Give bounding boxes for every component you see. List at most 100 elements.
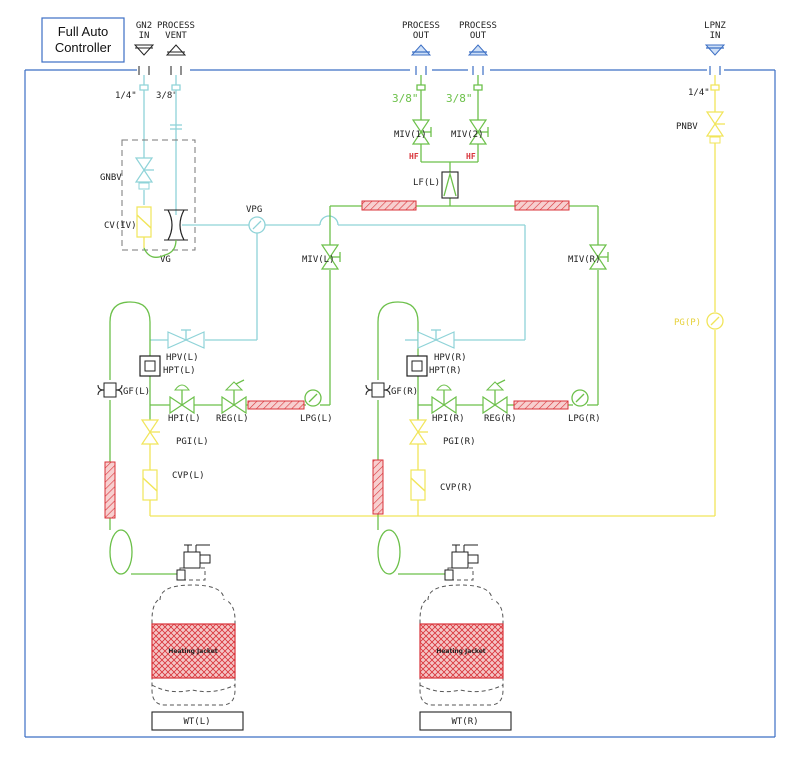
cylinder-right[interactable]: Heating Jacket — [419, 544, 504, 706]
pgi-r-valve[interactable]: PGI(R) — [408, 419, 476, 447]
hpi-l-valve[interactable]: HPI(L) — [168, 384, 201, 424]
miv-l-label: MIV(L) — [302, 255, 335, 265]
svg-text:PROCESS: PROCESS — [459, 21, 497, 31]
hpt-l-label: HPT(L) — [163, 366, 196, 376]
wt-l-scale[interactable]: WT(L) — [151, 711, 244, 731]
hpv-l-label: HPV(L) — [166, 353, 199, 363]
reg-l-regulator[interactable]: REG(L) — [216, 379, 249, 424]
wt-r-scale[interactable]: WT(R) — [419, 711, 512, 731]
port-lpn2-in[interactable]: LPNZ IN — [704, 21, 726, 75]
heater-line-top-right — [514, 200, 570, 211]
hpi-l-label: HPI(L) — [168, 414, 201, 424]
pigtail-coil-left — [109, 529, 133, 575]
svg-text:GN2: GN2 — [136, 21, 152, 31]
gf-l-label: GF(L) — [123, 387, 150, 397]
gf-l-filter[interactable]: GF(L) — [97, 382, 150, 398]
heating-jacket-left-label: Heating Jacket — [168, 648, 217, 655]
hf2-flag: HF — [466, 152, 476, 161]
reg-l-label: REG(L) — [216, 414, 249, 424]
miv-r-label: MIV(R) — [568, 255, 601, 265]
miv-l-valve[interactable]: MIV(L) — [302, 244, 341, 270]
miv1-valve[interactable]: MIV(1) — [394, 119, 432, 145]
system-frame — [24, 69, 776, 738]
size-out2: 3/8" — [446, 92, 473, 105]
cviv-label: CV(IV) — [104, 221, 137, 231]
size-out1: 3/8" — [392, 92, 419, 105]
pg-p-gauge[interactable]: PG(P) — [674, 312, 724, 330]
pnbv-label: PNBV — [676, 122, 698, 132]
hpt-l-transducer[interactable]: HPT(L) — [139, 355, 196, 377]
pnbv-valve[interactable]: PNBV — [676, 111, 725, 144]
hpt-r-transducer[interactable]: HPT(R) — [406, 355, 462, 377]
cvp-l-label: CVP(L) — [172, 471, 205, 481]
svg-text:IN: IN — [710, 31, 721, 41]
cviv-check-valve[interactable]: CV(IV) — [104, 206, 152, 248]
svg-text:LPNZ: LPNZ — [704, 21, 726, 31]
svg-text:VENT: VENT — [165, 31, 187, 41]
vpg-label: VPG — [246, 205, 262, 215]
port-process-vent[interactable]: PROCESS VENT — [157, 21, 195, 75]
cvp-r-check-valve[interactable]: CVP(R) — [410, 444, 473, 505]
cvp-l-check-valve[interactable]: CVP(L) — [142, 444, 205, 505]
svg-text:PROCESS: PROCESS — [157, 21, 195, 31]
gnbv-valve[interactable]: GNBV — [100, 157, 154, 190]
svg-text:IN: IN — [139, 31, 150, 41]
vg-loop — [143, 239, 177, 258]
lpn2-lines — [149, 75, 720, 517]
miv1-label: MIV(1) — [394, 130, 427, 140]
controller-line2: Controller — [55, 40, 112, 55]
heater-line-top-left — [361, 200, 417, 211]
heating-jacket-right-label: Heating Jacket — [436, 648, 485, 655]
vg-venturi[interactable]: VG — [160, 209, 188, 265]
port-gn2-in[interactable]: GN2 IN — [133, 21, 155, 75]
lpg-l-gauge[interactable]: LPG(L) — [300, 389, 333, 424]
gf-r-label: GF(R) — [391, 387, 418, 397]
size-gn2: 1/4" — [115, 91, 137, 101]
svg-text:OUT: OUT — [413, 31, 430, 41]
port-process-out-2[interactable]: PROCESS OUT — [459, 21, 497, 75]
controller-line1: Full Auto — [58, 24, 109, 39]
heater-pigtail-left — [104, 461, 116, 519]
lpg-l-label: LPG(L) — [300, 414, 333, 424]
hpv-l-valve[interactable]: HPV(L) — [166, 329, 205, 363]
heater-pigtail-right — [372, 459, 384, 515]
vpg-gauge[interactable]: VPG — [246, 205, 266, 234]
heater-line-left — [247, 400, 305, 410]
wt-l-label: WT(L) — [183, 717, 210, 727]
lf-label: LF(L) — [413, 178, 440, 188]
pg-p-label: PG(P) — [674, 318, 701, 328]
cvp-r-label: CVP(R) — [440, 483, 473, 493]
full-auto-controller[interactable]: Full Auto Controller — [41, 17, 125, 63]
pgi-r-label: PGI(R) — [443, 437, 476, 447]
gn2-vent-lines — [139, 75, 526, 341]
svg-text:OUT: OUT — [470, 31, 487, 41]
purge-module-box — [121, 139, 196, 251]
miv2-valve[interactable]: MIV(2) — [451, 119, 489, 145]
hpv-r-label: HPV(R) — [434, 353, 467, 363]
pgi-l-valve[interactable]: PGI(L) — [140, 419, 209, 447]
lpg-r-gauge[interactable]: LPG(R) — [568, 389, 601, 424]
cylinder-left[interactable]: Heating Jacket — [151, 544, 236, 706]
lf-filter[interactable]: LF(L) — [413, 171, 459, 199]
reg-r-label: REG(R) — [484, 414, 517, 424]
gnbv-label: GNBV — [100, 173, 122, 183]
miv2-label: MIV(2) — [451, 130, 484, 140]
wt-r-label: WT(R) — [451, 717, 478, 727]
hf1-flag: HF — [409, 152, 419, 161]
left-supply-lines — [109, 301, 330, 575]
lpg-r-label: LPG(R) — [568, 414, 601, 424]
gf-r-filter[interactable]: GF(R) — [365, 382, 418, 398]
miv-r-valve[interactable]: MIV(R) — [568, 244, 609, 270]
vg-label: VG — [160, 255, 171, 265]
port-process-out-1[interactable]: PROCESS OUT — [402, 21, 440, 75]
hpi-r-valve[interactable]: HPI(R) — [431, 384, 465, 424]
size-vent: 3/8" — [156, 91, 178, 101]
pigtail-coil-right — [377, 529, 401, 575]
reg-r-regulator[interactable]: REG(R) — [482, 379, 517, 424]
svg-text:PROCESS: PROCESS — [402, 21, 440, 31]
pgi-l-label: PGI(L) — [176, 437, 209, 447]
hpv-r-valve[interactable]: HPV(R) — [417, 329, 475, 363]
size-lpn2: 1/4" — [688, 88, 710, 98]
hpi-r-label: HPI(R) — [432, 414, 465, 424]
